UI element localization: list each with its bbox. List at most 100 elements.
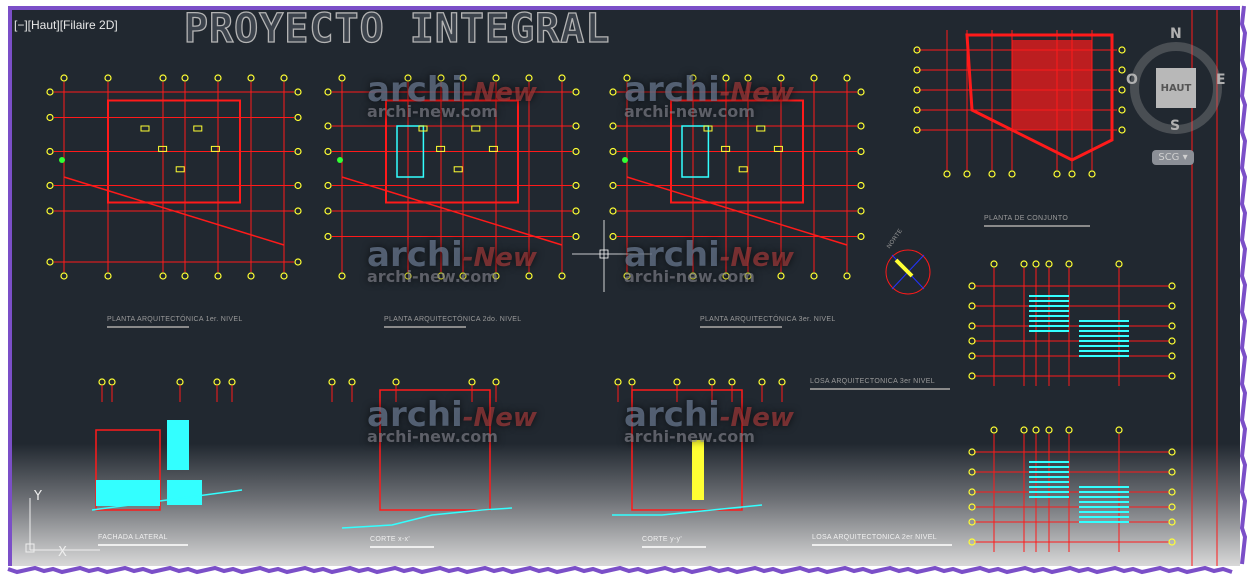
grid-bubble [104,74,112,82]
grid-bubble [810,74,818,82]
grid-bubble [857,122,865,130]
grid-bubble [525,74,533,82]
grid-bubble [60,272,68,280]
ground-line [341,507,513,529]
furniture [210,145,220,152]
grid-bubble [404,272,412,280]
compass-south[interactable]: S [1170,118,1181,134]
chevron-down-icon: ▾ [1182,152,1188,163]
grid-bubble [609,147,617,156]
ucs-dropdown[interactable]: SCG ▾ [1152,150,1194,165]
grid-bubble [1168,282,1176,290]
compass-north[interactable]: N [1170,26,1182,42]
grid-bubble [214,74,222,82]
grid-bubble [558,74,566,82]
grid-bubble [1168,503,1176,511]
caption-section-y: CORTE y-y' [642,536,706,548]
grid-bubble [913,46,921,54]
grid-bubble [810,272,818,280]
grid-bubble [1118,106,1126,114]
viewcube[interactable]: HAUT N S E O SCG ▾ [1122,26,1226,166]
grid-bubble [294,258,302,266]
grid-bubble [1065,260,1073,268]
grid-bubble [744,272,752,280]
grid-bubble [1118,86,1126,94]
furniture [193,125,203,132]
grid-bubble [943,170,951,178]
grid-bubble [572,232,580,241]
grid-bubble [572,122,580,130]
grid-bubble [572,88,580,96]
crosshair-pickbox [599,249,609,259]
torn-edge-right [1239,5,1248,565]
grid-bubble [1168,337,1176,345]
property-line [341,176,563,246]
level-marker [337,157,343,163]
level-marker [59,157,65,163]
section-element [692,440,704,500]
grid-bubble [324,232,332,241]
cad-drawing-canvas[interactable] [12,10,1240,566]
grid-bubble [968,518,976,526]
grid-bubble [181,272,189,280]
grid-bubble [843,74,851,82]
ucs-dropdown-label: SCG [1158,152,1180,163]
grid-bubble [1168,518,1176,526]
grid-bubble [963,170,971,178]
grid-bubble [572,181,580,190]
grid-bubble [247,272,255,280]
grid-bubble [968,372,976,380]
grid-bubble [46,181,54,190]
grid-bubble [492,74,500,82]
grid-bubble [1168,352,1176,360]
grid-bubble [294,181,302,190]
compass-ring[interactable] [1130,42,1222,134]
grid-bubble [968,488,976,496]
grid-bubble [623,272,631,280]
grid-bubble [1065,426,1073,434]
grid-bubble [968,337,976,345]
compass-east[interactable]: E [1216,72,1226,88]
grid-bubble [1168,488,1176,496]
grid-bubble [572,147,580,156]
compass-west[interactable]: O [1126,72,1138,88]
torn-edge-bottom [7,565,1233,575]
grid-bubble [744,74,752,82]
facade-glazing [167,480,202,505]
grid-bubble [1118,126,1126,134]
grid-bubble [968,302,976,310]
viewport-controls-label[interactable]: [−][Haut][Filaire 2D] [14,18,118,32]
grid-bubble [437,272,445,280]
facade-outline [95,429,161,511]
grid-bubble [1045,260,1053,268]
grid-bubble [968,448,976,456]
grid-bubble [1008,170,1016,178]
grid-bubble [968,352,976,360]
grid-bubble [459,74,467,82]
grid-bubble [572,207,580,215]
grid-bubble [857,88,865,96]
grid-bubble [857,181,865,190]
grid-bubble [913,126,921,134]
site-building [1012,40,1092,130]
caption-roof-2: LOSA ARQUITECTONICA 2er NIVEL [812,534,952,546]
grid-bubble [492,272,500,280]
grid-bubble [990,426,998,434]
caption-roof-3: LOSA ARQUITECTONICA 3er NIVEL [810,378,950,390]
grid-bubble [913,66,921,74]
grid-bubble [558,272,566,280]
grid-bubble [1168,322,1176,330]
furniture [738,166,748,173]
viewcube-top-face[interactable]: HAUT [1156,68,1196,108]
grid-bubble [609,88,617,96]
grid-bubble [609,122,617,130]
grid-bubble [990,260,998,268]
ucs-y-label: Y [33,489,42,504]
grid-bubble [324,147,332,156]
grid-bubble [294,113,302,122]
grid-bubble [857,147,865,156]
grid-bubble [777,272,785,280]
grid-bubble [1088,170,1096,178]
grid-bubble [324,181,332,190]
